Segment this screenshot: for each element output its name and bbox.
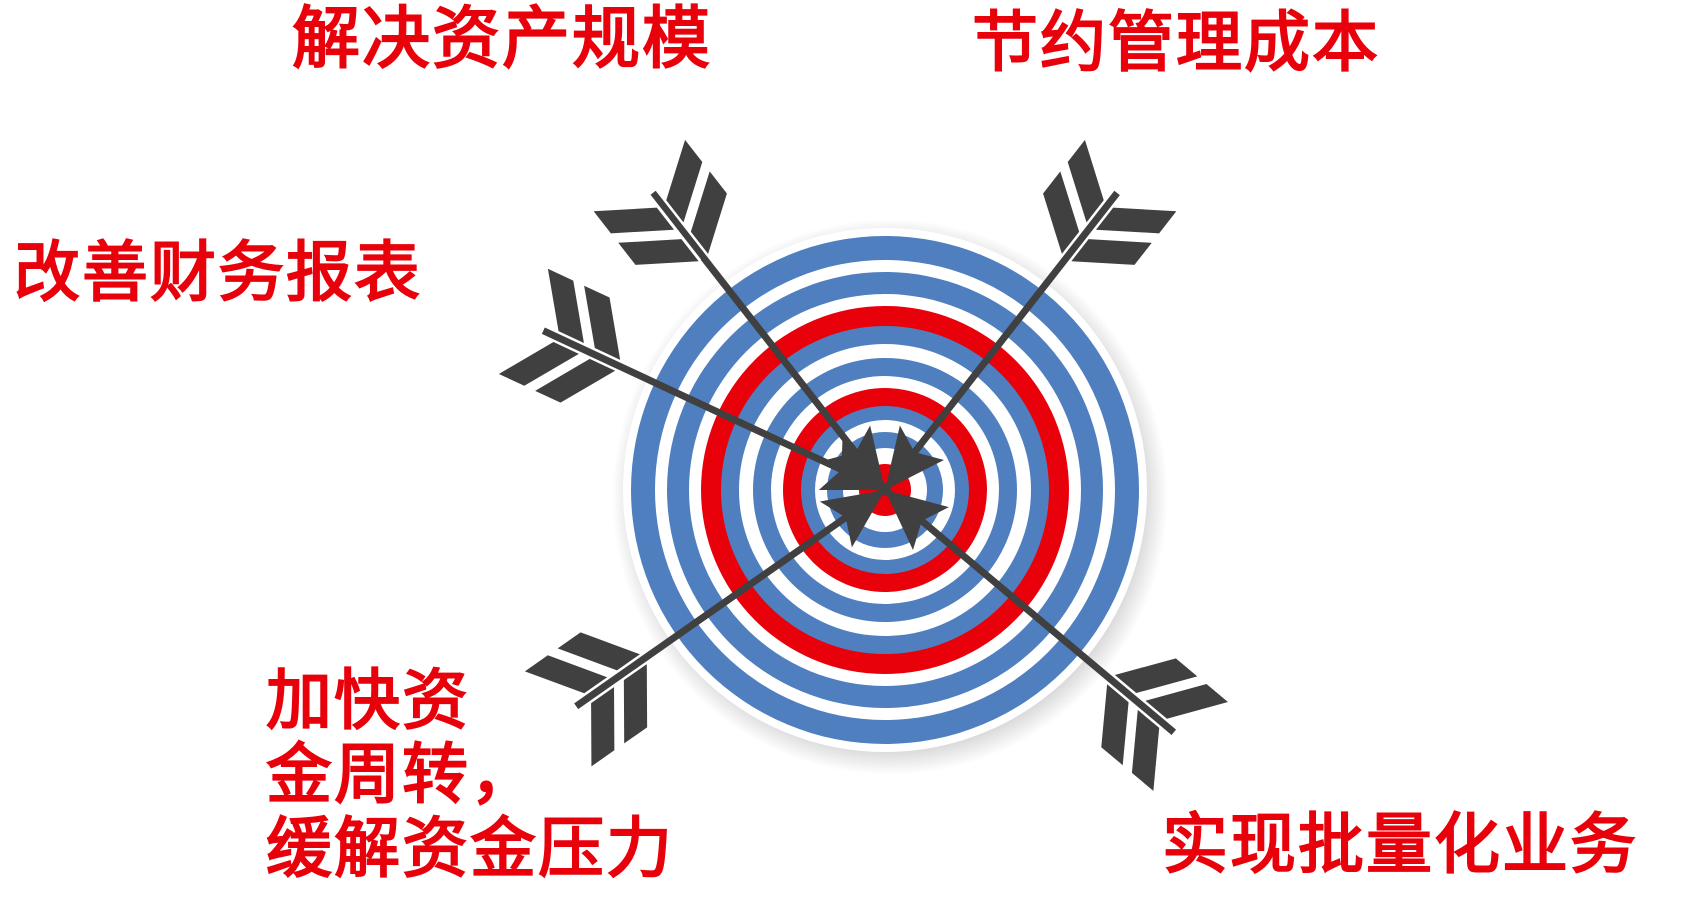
goal-label-financial-statements: 改善财务报表 (14, 234, 422, 311)
arrow-icon (498, 268, 887, 494)
goal-label-capital-turnover-line2: 金周转， (266, 735, 538, 813)
goal-label-capital-turnover-line1: 加快资 (266, 662, 470, 739)
goal-label-capital-turnover-line3: 缓解资金压力 (266, 809, 674, 887)
goal-label-asset-scale: 解决资产规模 (292, 0, 713, 79)
goal-label-capital-turnover: 加快资 金周转， 缓解资金压力 (266, 664, 674, 886)
arrow-icon (882, 487, 1228, 791)
goal-label-management-cost: 节约管理成本 (972, 4, 1380, 81)
arrow-icon (524, 487, 888, 767)
arrow-icon (882, 139, 1177, 493)
goal-label-batch-business: 实现批量化业务 (1162, 806, 1638, 883)
